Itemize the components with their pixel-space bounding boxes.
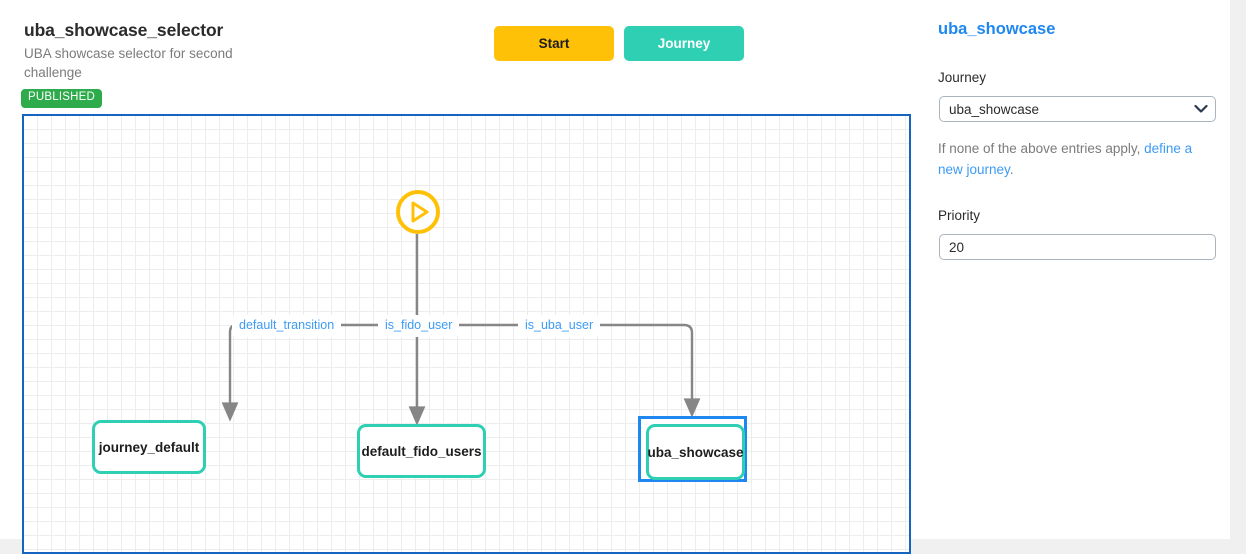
graph-node-label: journey_default: [98, 439, 200, 455]
define-new-journey-link[interactable]: define a new journey: [938, 141, 1193, 177]
start-node[interactable]: [396, 190, 440, 234]
graph-node-selection-frame[interactable]: uba_showcase: [638, 416, 747, 482]
journey-field-label: Journey: [938, 70, 987, 85]
edge-label-default-transition[interactable]: default_transition: [232, 315, 342, 337]
page-title: uba_showcase_selector: [24, 20, 224, 40]
page-subtitle: UBA showcase selector for second challen…: [24, 46, 233, 80]
panel-title: uba_showcase: [938, 20, 1056, 38]
graph-node-label: default_fido_users: [361, 443, 482, 459]
journey-button[interactable]: Journey: [624, 26, 744, 61]
properties-panel: uba_showcase Journey uba_showcase If non…: [938, 0, 1230, 539]
priority-field-label: Priority: [938, 208, 981, 223]
helper-prefix: If none of the above entries apply,: [938, 141, 1145, 156]
graph-node-journey-default[interactable]: journey_default: [92, 420, 206, 474]
graph-connectors: [221, 234, 701, 426]
edge-label-is-fido-user[interactable]: is_fido_user: [378, 315, 460, 337]
graph-node-label: uba_showcase: [647, 444, 744, 460]
play-icon: [411, 201, 429, 223]
graph-node-uba-showcase[interactable]: uba_showcase: [646, 424, 745, 480]
helper-suffix: .: [1009, 162, 1014, 177]
journey-helper-text: If none of the above entries apply, defi…: [938, 138, 1219, 180]
start-button[interactable]: Start: [494, 26, 614, 61]
status-badge: PUBLISHED: [21, 89, 102, 108]
graph-node-default-fido-users[interactable]: default_fido_users: [357, 424, 486, 478]
edge-label-is-uba-user[interactable]: is_uba_user: [518, 315, 601, 337]
journey-select[interactable]: uba_showcase: [939, 96, 1216, 122]
journey-graph-canvas[interactable]: default_transition is_fido_user is_uba_u…: [22, 114, 911, 554]
priority-input[interactable]: [939, 234, 1216, 260]
